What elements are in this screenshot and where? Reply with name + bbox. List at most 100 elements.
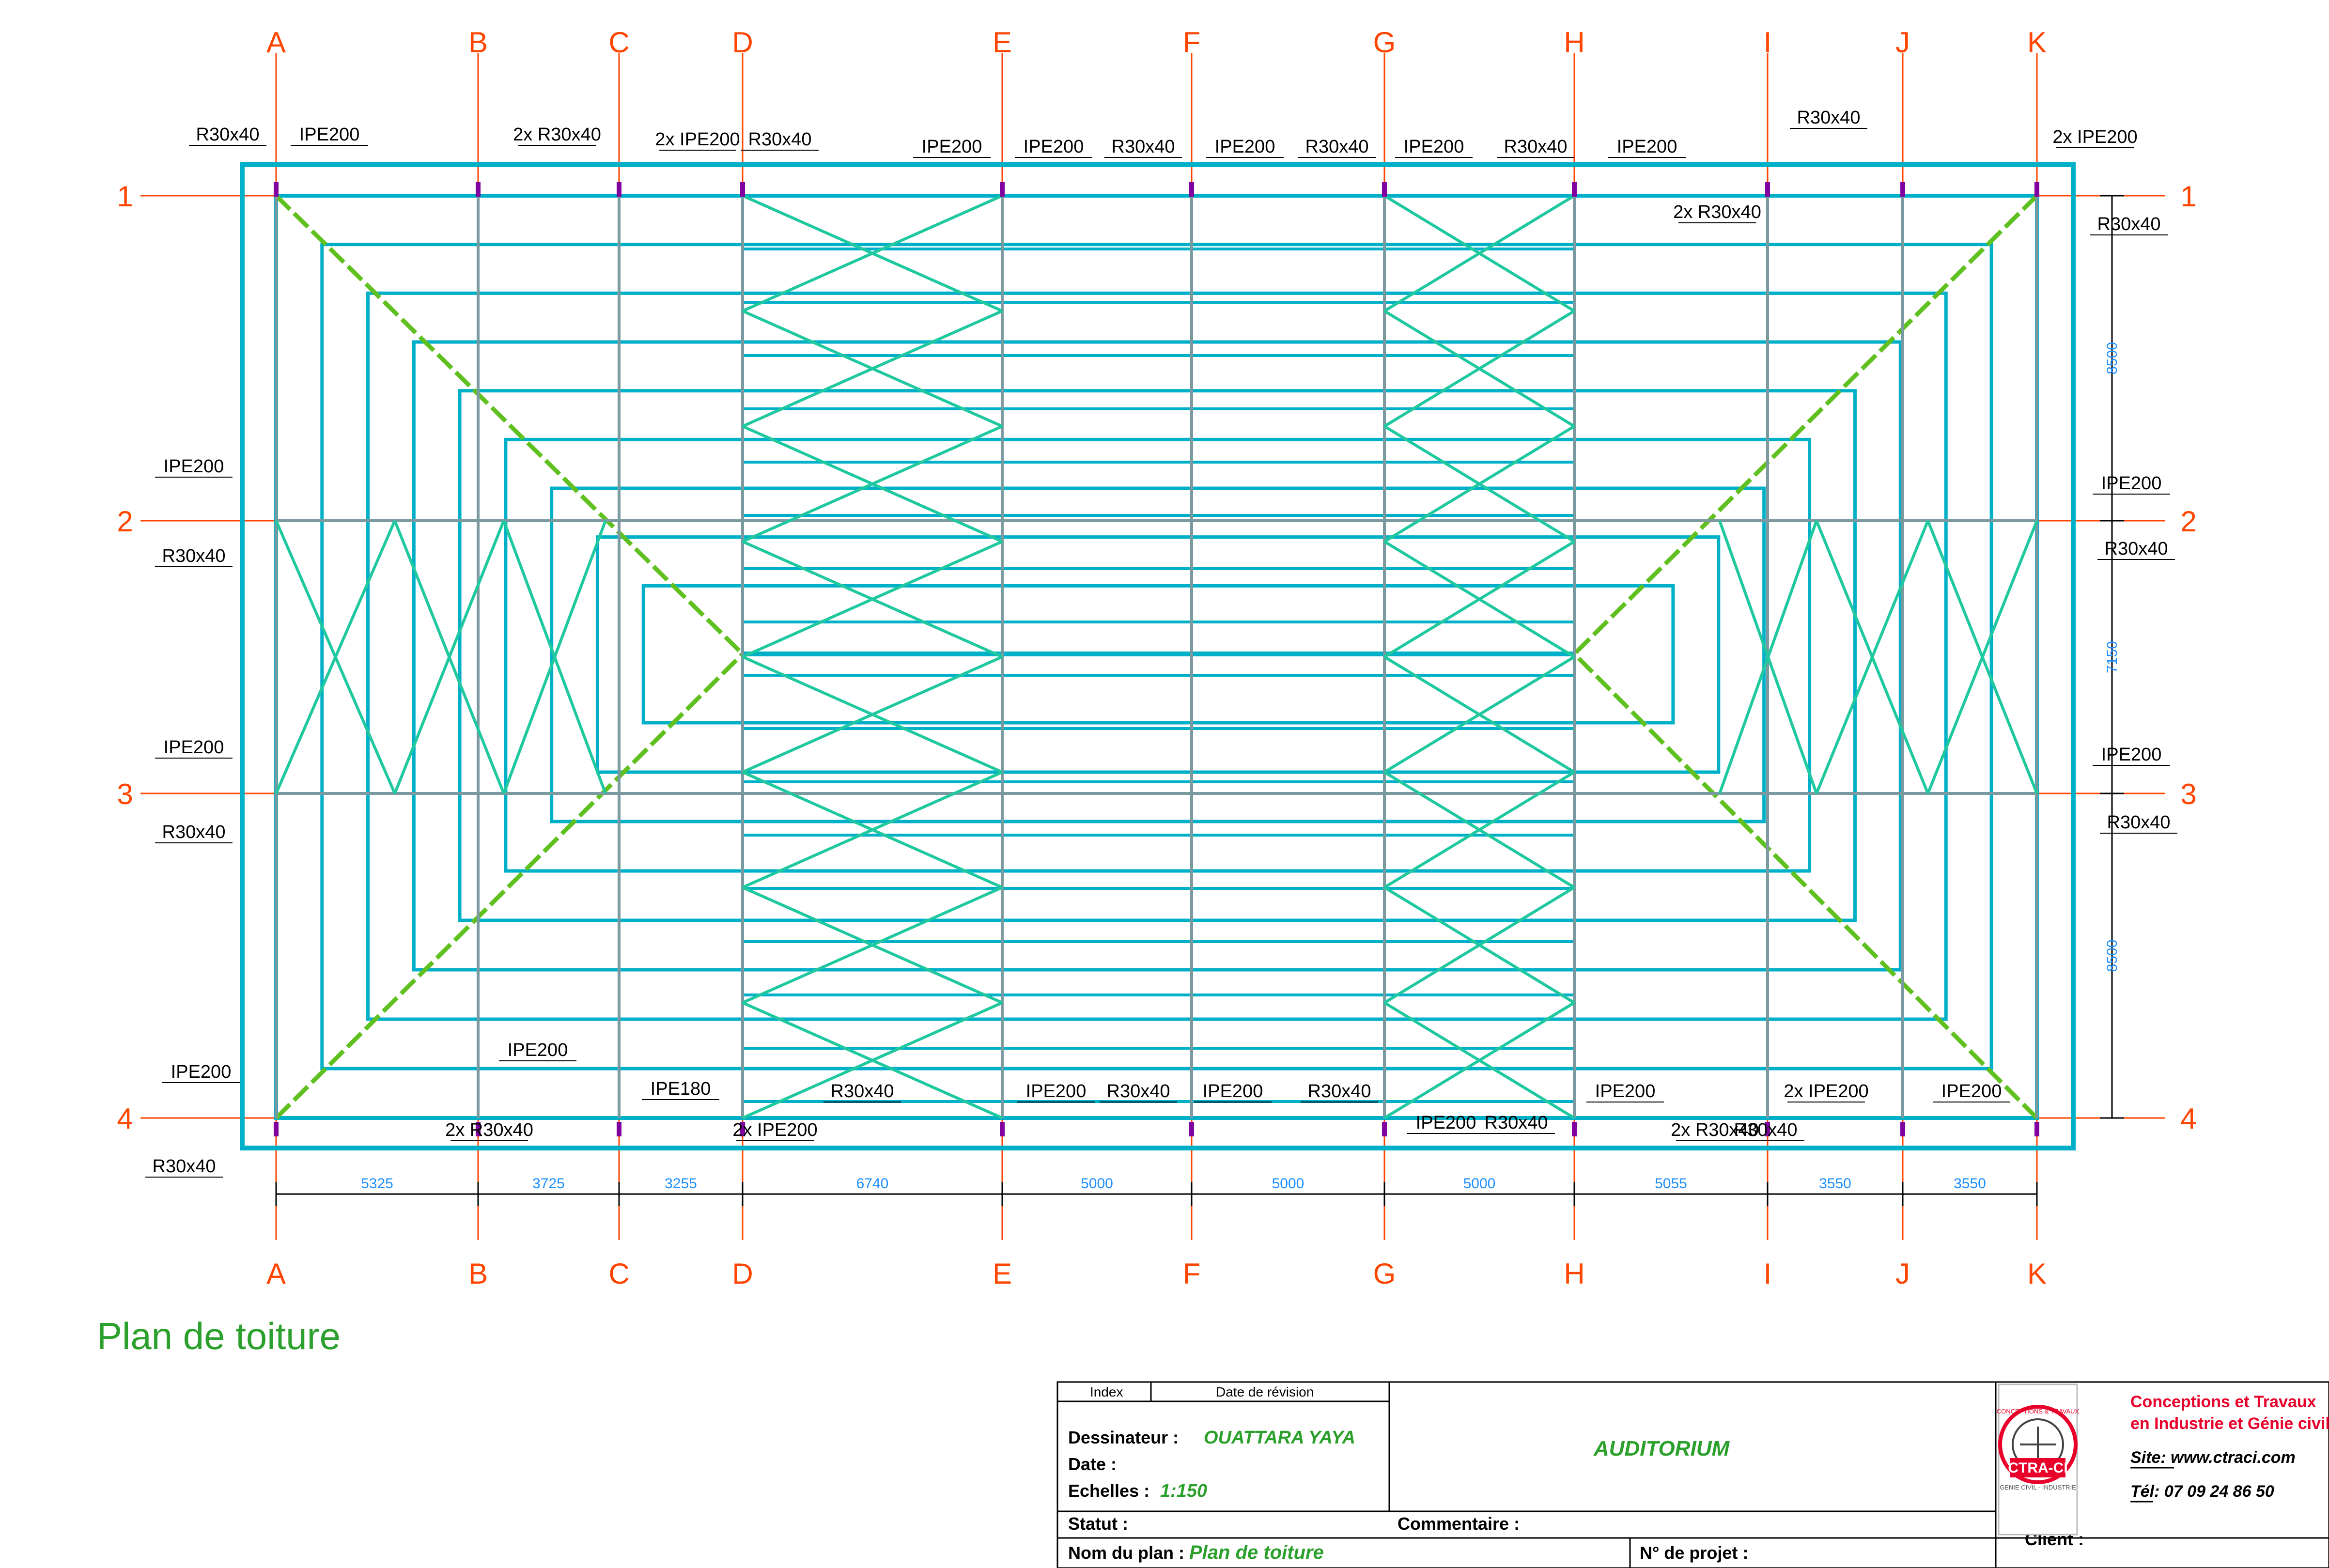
hip-rafter (274, 652, 745, 1120)
column-stub (1572, 182, 1577, 197)
grid-label-bottom-e: E (993, 1258, 1012, 1290)
plan-title: Plan de toiture (97, 1315, 341, 1357)
grid-label-bottom-h: H (1564, 1258, 1584, 1290)
column-stub (617, 1122, 621, 1136)
right-dimension-value: 8500 (2104, 342, 2120, 374)
purlin-ring (641, 584, 1675, 725)
member-label: IPE180 (651, 1079, 711, 1099)
right-dimension-value: 8500 (2104, 940, 2120, 972)
member-label: 2x R30x40 (1673, 202, 1761, 222)
bracing (1383, 655, 1575, 774)
dessinateur-label: Dessinateur : (1068, 1428, 1179, 1447)
logo-ring-bottom: GENIE CIVIL - INDUSTRIE (2000, 1484, 2076, 1491)
column-stub (1382, 1122, 1387, 1136)
grid-label-left-4: 4 (117, 1102, 133, 1135)
bracing (1383, 886, 1575, 1004)
grid-label-top-j: J (1895, 26, 1910, 59)
bracing (1383, 425, 1575, 543)
bottom-dimension-value: 5000 (1081, 1176, 1113, 1192)
bracing (742, 655, 1003, 774)
bracing (1383, 310, 1575, 428)
right-dimension-value: 7150 (2104, 641, 2120, 673)
member-label: IPE200 (508, 1040, 568, 1060)
grid-label-left-1: 1 (117, 180, 133, 213)
hip-rafter (1572, 652, 2039, 1120)
company-line2: en Industrie et Génie civil (2130, 1414, 2329, 1433)
bottom-dimension-value: 5000 (1272, 1176, 1304, 1192)
grid-label-top-f: F (1183, 26, 1201, 59)
bracing (742, 1001, 1003, 1119)
bracing (742, 194, 1003, 312)
grid-label-top-b: B (468, 26, 488, 59)
member-label: IPE200 (1595, 1081, 1656, 1102)
grid-label-top-k: K (2027, 26, 2047, 59)
bottom-dimension-value: 5325 (361, 1176, 393, 1192)
member-label: R30x40 (831, 1081, 894, 1102)
grid-label-right-2: 2 (2180, 505, 2196, 538)
bracing (275, 520, 396, 794)
column-stub (1382, 182, 1387, 197)
column-stub (1189, 1122, 1194, 1136)
member-label: 2x IPE200 (732, 1120, 817, 1140)
bracing (1383, 1001, 1575, 1119)
member-label: R30x40 (162, 822, 226, 842)
member-label: R30x40 (1734, 1120, 1798, 1140)
member-label: IPE200 (1404, 137, 1464, 157)
bottom-dimension-value: 3725 (532, 1176, 565, 1192)
purlin-ring (412, 340, 1902, 972)
tel-label: Tél: 07 09 24 86 50 (2130, 1482, 2274, 1501)
member-label: R30x40 (1112, 137, 1175, 157)
grid-label-top-h: H (1564, 26, 1584, 59)
bracing (1718, 520, 1818, 794)
bracing (1815, 520, 1929, 794)
grid-label-top-e: E (993, 26, 1012, 59)
outer-eave-frame (240, 162, 2076, 1150)
member-label: IPE200 (164, 737, 224, 758)
bottom-dimension-value: 3550 (1819, 1176, 1851, 1192)
roof-structure (240, 162, 2076, 1150)
grid-label-right-3: 3 (2180, 778, 2196, 810)
bottom-dimension-value: 3550 (1954, 1176, 1986, 1192)
column-stub (1000, 1122, 1005, 1136)
member-label: R30x40 (2097, 214, 2161, 234)
member-label: IPE200 (299, 124, 360, 145)
grid-label-bottom-f: F (1183, 1258, 1201, 1290)
logo-ring-top: CONCEPTIONS & TRAVAUX (1997, 1408, 2080, 1415)
grid-label-right-1: 1 (2180, 180, 2196, 213)
grid-label-top-i: I (1764, 26, 1772, 59)
member-label: IPE200 (2101, 473, 2162, 494)
grid-label-right-4: 4 (2180, 1102, 2196, 1135)
bracing (393, 520, 505, 794)
bracing (1383, 194, 1575, 312)
member-label: IPE200 (1416, 1113, 1476, 1133)
dessinateur-value: OUATTARA YAYA (1204, 1428, 1355, 1448)
grid-label-bottom-b: B (468, 1258, 488, 1290)
echelles-label: Echelles : (1068, 1481, 1149, 1501)
company-line1: Conceptions et Travaux (2130, 1393, 2316, 1411)
bracing (1926, 520, 2038, 794)
column-stub (1900, 182, 1905, 197)
grid-label-left-3: 3 (117, 778, 133, 810)
member-label: R30x40 (1485, 1113, 1548, 1133)
member-label: 2x R30x40 (445, 1120, 533, 1140)
hip-rafter (274, 194, 745, 656)
column-stub (476, 182, 481, 197)
title-block (1056, 1381, 2329, 1568)
nom-plan-value: Plan de toiture (1189, 1542, 1324, 1563)
grid-label-top-c: C (608, 26, 629, 59)
column-stub (274, 182, 279, 197)
main-frame (274, 194, 2039, 1120)
member-label: IPE200 (922, 137, 982, 157)
purlin-ring (366, 291, 1948, 1021)
column-stub (2034, 1122, 2039, 1136)
member-label: R30x40 (2105, 539, 2168, 559)
bottom-dimension-value: 3255 (665, 1176, 697, 1192)
member-label: R30x40 (162, 546, 226, 566)
echelles-value: 1:150 (1160, 1481, 1207, 1501)
grid-label-bottom-c: C (608, 1258, 629, 1290)
bracing (742, 425, 1003, 543)
commentaire-label: Commentaire : (1397, 1514, 1520, 1534)
bracing (742, 771, 1003, 889)
